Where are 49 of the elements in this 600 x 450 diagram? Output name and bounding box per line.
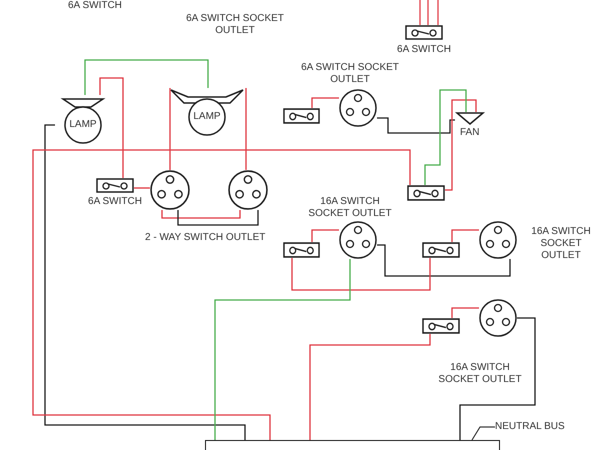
bus-label: NEUTRAL BUS xyxy=(495,421,565,433)
component-label: 6A SWITCH xyxy=(68,0,122,12)
component-label: 16A SWITCH SOCKET OUTLET xyxy=(530,226,592,262)
distribution-board xyxy=(205,440,500,450)
wire xyxy=(44,124,246,440)
wire xyxy=(134,187,150,189)
component-label: 16A SWITCH SOCKET OUTLET xyxy=(437,362,523,386)
component-label: 6A SWITCH xyxy=(396,44,452,56)
socket-outlet-symbol xyxy=(479,221,517,259)
wire xyxy=(377,117,455,134)
switch-symbol xyxy=(407,185,445,201)
wire xyxy=(245,88,247,170)
socket-outlet-symbol xyxy=(228,170,268,210)
switch-symbol xyxy=(422,318,460,334)
wire xyxy=(177,210,259,226)
wire xyxy=(445,99,477,191)
switch-symbol xyxy=(422,242,460,258)
lamp-label: LAMP xyxy=(68,119,98,131)
component-label: 6A SWITCH SOCKET OUTLET xyxy=(185,13,285,37)
wire xyxy=(84,59,209,95)
switch-symbol xyxy=(96,178,134,193)
socket-outlet-symbol xyxy=(150,170,190,210)
wire xyxy=(311,229,339,242)
wire xyxy=(451,307,479,318)
wire xyxy=(311,97,339,108)
wire xyxy=(424,89,467,185)
switch-symbol xyxy=(405,25,443,40)
component-label: 6A SWITCH xyxy=(87,196,143,208)
component-label: 16A SWITCH SOCKET OUTLET xyxy=(307,196,393,220)
wire xyxy=(161,210,241,219)
leader-line xyxy=(472,426,496,440)
wire xyxy=(459,317,536,440)
lamp-label: LAMP xyxy=(192,111,222,123)
switch-symbol xyxy=(283,242,320,258)
wire xyxy=(99,77,124,178)
wire xyxy=(309,334,431,440)
component-label: 2 - WAY SWITCH OUTLET xyxy=(145,232,266,244)
switch-symbol xyxy=(283,108,320,124)
socket-outlet-symbol xyxy=(339,89,377,127)
component-label: 6A SWITCH SOCKET OUTLET xyxy=(300,62,400,86)
fan-label: FAN xyxy=(460,127,480,139)
wire xyxy=(32,149,411,440)
wire xyxy=(214,259,351,440)
socket-outlet-symbol xyxy=(479,299,517,337)
wire xyxy=(169,88,171,170)
socket-outlet-symbol xyxy=(339,221,377,259)
wire xyxy=(451,229,479,242)
wire xyxy=(377,244,511,277)
wire xyxy=(291,258,431,291)
